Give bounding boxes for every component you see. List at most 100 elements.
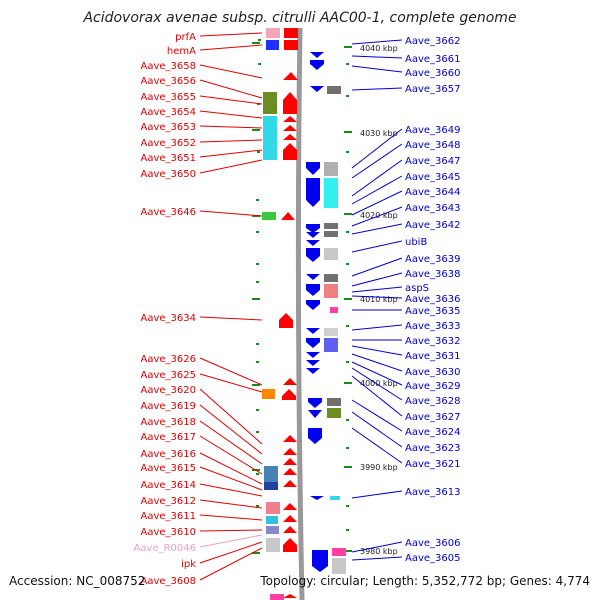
gene-label-left[interactable]: Aave_3610 — [141, 527, 197, 538]
feature-arrow[interactable] — [283, 480, 297, 487]
gene-label-left[interactable]: Aave_3651 — [141, 153, 197, 164]
gene-label-left[interactable]: Aave_3612 — [141, 496, 197, 507]
feature-arrow[interactable] — [306, 360, 320, 366]
feature-arrow[interactable] — [282, 389, 296, 400]
gene-label-left[interactable]: Aave_3646 — [141, 207, 197, 218]
feature-arrow[interactable] — [306, 352, 320, 358]
feature-arrow[interactable] — [306, 300, 320, 310]
gene-label-left[interactable]: Aave_3656 — [141, 76, 197, 87]
gene-label-right[interactable]: Aave_3639 — [405, 254, 461, 265]
feature-box[interactable] — [264, 466, 278, 482]
feature-box[interactable] — [263, 92, 277, 114]
gene-label-left[interactable]: Aave_3616 — [141, 449, 197, 460]
gene-label-left[interactable]: Aave_R0046 — [134, 543, 196, 554]
gene-label-right[interactable]: Aave_3642 — [405, 220, 461, 231]
gene-label-right[interactable]: Aave_3660 — [405, 68, 461, 79]
gene-label-right[interactable]: Aave_3627 — [405, 412, 461, 423]
feature-box[interactable] — [324, 328, 338, 336]
feature-box[interactable] — [330, 307, 338, 313]
feature-arrow[interactable] — [308, 410, 322, 418]
feature-box[interactable] — [332, 548, 346, 556]
gene-label-left[interactable]: ipk — [181, 559, 196, 570]
gene-label-left[interactable]: Aave_3650 — [141, 169, 197, 180]
feature-arrow[interactable] — [312, 550, 328, 572]
gene-label-right[interactable]: Aave_3636 — [405, 294, 461, 305]
gene-label-left[interactable]: prfA — [175, 32, 196, 43]
gene-label-right[interactable]: Aave_3628 — [405, 396, 461, 407]
gene-label-right[interactable]: aspS — [405, 283, 429, 294]
feature-box[interactable] — [330, 496, 340, 500]
feature-box[interactable] — [327, 86, 341, 94]
gene-label-right[interactable]: Aave_3647 — [405, 156, 461, 167]
gene-label-left[interactable]: Aave_3655 — [141, 92, 197, 103]
feature-box[interactable] — [324, 284, 338, 298]
gene-label-left[interactable]: Aave_3614 — [141, 480, 197, 491]
gene-label-right[interactable]: Aave_3638 — [405, 269, 461, 280]
gene-label-left[interactable]: hemA — [167, 46, 196, 57]
gene-label-right[interactable]: Aave_3630 — [405, 367, 461, 378]
gene-label-left[interactable]: Aave_3653 — [141, 122, 197, 133]
feature-arrow[interactable] — [308, 398, 322, 408]
feature-arrow[interactable] — [279, 313, 293, 328]
feature-arrow[interactable] — [306, 328, 320, 334]
feature-arrow[interactable] — [283, 538, 297, 552]
feature-arrow[interactable] — [284, 28, 298, 38]
gene-label-right[interactable]: Aave_3635 — [405, 306, 461, 317]
gene-label-right[interactable]: Aave_3662 — [405, 36, 461, 47]
feature-arrow[interactable] — [283, 448, 297, 455]
feature-arrow[interactable] — [306, 224, 320, 233]
feature-arrow[interactable] — [306, 162, 320, 175]
gene-label-left[interactable]: Aave_3658 — [141, 61, 197, 72]
feature-box[interactable] — [263, 116, 277, 160]
gene-label-right[interactable]: Aave_3649 — [405, 125, 461, 136]
feature-arrow[interactable] — [308, 428, 322, 444]
feature-arrow[interactable] — [283, 125, 297, 131]
feature-arrow[interactable] — [310, 52, 324, 58]
gene-label-left[interactable]: Aave_3620 — [141, 385, 197, 396]
gene-label-right[interactable]: Aave_3643 — [405, 203, 461, 214]
gene-label-right[interactable]: Aave_3624 — [405, 427, 461, 438]
feature-box[interactable] — [262, 389, 275, 399]
gene-label-left[interactable]: Aave_3625 — [141, 370, 197, 381]
feature-arrow[interactable] — [283, 468, 297, 475]
gene-label-left[interactable]: Aave_3615 — [141, 463, 197, 474]
feature-arrow[interactable] — [283, 458, 297, 465]
feature-arrow[interactable] — [283, 92, 297, 114]
feature-box[interactable] — [266, 502, 280, 514]
gene-label-right[interactable]: Aave_3648 — [405, 140, 461, 151]
feature-box[interactable] — [270, 594, 284, 600]
feature-arrow[interactable] — [306, 240, 320, 246]
gene-label-left[interactable]: Aave_3608 — [141, 576, 197, 587]
gene-label-right[interactable]: Aave_3645 — [405, 172, 461, 183]
feature-box[interactable] — [324, 162, 338, 176]
feature-arrow[interactable] — [306, 178, 320, 207]
feature-box[interactable] — [324, 248, 338, 260]
feature-box[interactable] — [264, 482, 278, 490]
feature-box[interactable] — [266, 40, 279, 50]
feature-arrow[interactable] — [283, 526, 297, 533]
gene-label-right[interactable]: Aave_3661 — [405, 54, 461, 65]
feature-arrow[interactable] — [283, 515, 297, 522]
gene-label-right[interactable]: Aave_3644 — [405, 187, 461, 198]
gene-label-right[interactable]: Aave_3621 — [405, 459, 461, 470]
gene-label-right[interactable]: Aave_3631 — [405, 351, 461, 362]
gene-label-left[interactable]: Aave_3619 — [141, 401, 197, 412]
feature-box[interactable] — [266, 516, 278, 524]
feature-box[interactable] — [327, 408, 341, 418]
gene-label-right[interactable]: Aave_3633 — [405, 321, 461, 332]
feature-arrow[interactable] — [306, 368, 320, 374]
gene-label-right[interactable]: Aave_3657 — [405, 84, 461, 95]
feature-arrow[interactable] — [306, 284, 320, 296]
gene-label-right[interactable]: Aave_3623 — [405, 443, 461, 454]
feature-arrow[interactable] — [306, 274, 320, 280]
feature-arrow[interactable] — [283, 378, 297, 385]
feature-box[interactable] — [332, 558, 346, 574]
feature-box[interactable] — [266, 28, 280, 38]
feature-box[interactable] — [324, 231, 338, 237]
feature-box[interactable] — [324, 338, 338, 352]
gene-label-right[interactable]: Aave_3629 — [405, 381, 461, 392]
feature-box[interactable] — [324, 274, 338, 282]
feature-arrow[interactable] — [283, 134, 297, 140]
feature-box[interactable] — [262, 212, 276, 220]
feature-arrow[interactable] — [284, 40, 298, 50]
